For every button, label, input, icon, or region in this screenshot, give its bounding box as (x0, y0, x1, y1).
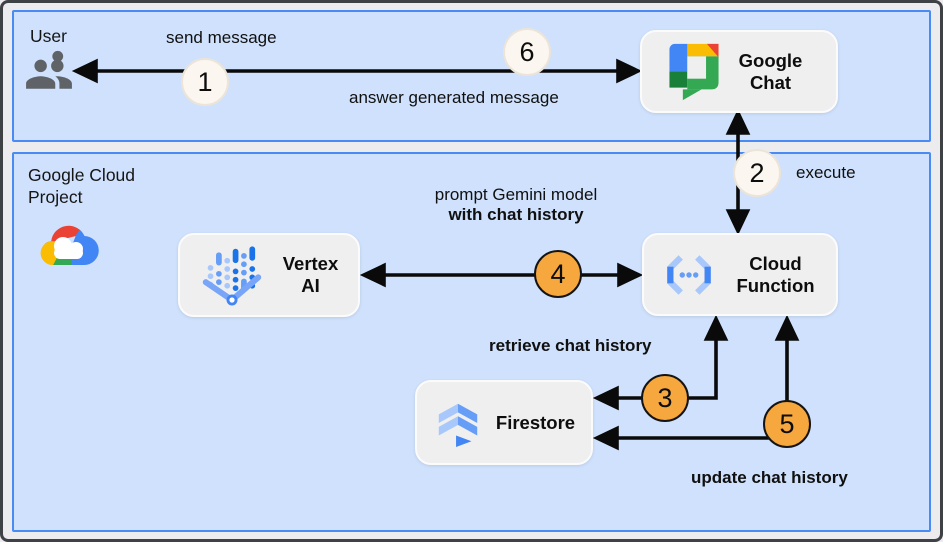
step-badge-4: 4 (534, 250, 582, 298)
node-cloud-function: Cloud Function (642, 233, 838, 316)
node-firestore: Firestore (415, 380, 593, 465)
step-badge-2: 2 (733, 149, 781, 197)
step-badge-3-number: 3 (657, 382, 673, 413)
label-prompt-gemini-line2: with chat history (448, 205, 584, 224)
node-google-chat: Google Chat (640, 30, 838, 113)
step-badge-5: 5 (763, 400, 811, 448)
cloud-function-icon (666, 254, 711, 295)
user-group-icon (26, 50, 72, 89)
node-cloud-function-label: Cloud Function (736, 252, 815, 296)
step-badge-6-number: 6 (519, 36, 535, 67)
node-firestore-label: Firestore (495, 411, 576, 433)
vertex-ai-icon (202, 246, 261, 306)
zone-user-label: User (30, 26, 67, 46)
step-badge-5-number: 5 (779, 408, 795, 439)
firestore-icon (438, 403, 478, 447)
label-prompt-gemini: prompt Gemini model with chat history (405, 185, 627, 225)
step-badge-4-number: 4 (550, 258, 566, 289)
node-vertex-ai-label: Vertex AI (282, 253, 339, 296)
label-answer-generated-message: answer generated message (349, 88, 559, 107)
step-badge-1: 1 (181, 58, 229, 106)
google-cloud-logo (40, 225, 99, 266)
label-execute: execute (796, 163, 856, 182)
node-vertex-ai: Vertex AI (178, 233, 360, 317)
step-badge-6: 6 (503, 28, 551, 76)
step-badge-2-number: 2 (749, 157, 765, 188)
step-badge-3: 3 (641, 374, 689, 422)
google-chat-icon (668, 43, 719, 100)
label-retrieve-chat-history: retrieve chat history (489, 336, 652, 355)
label-send-message: send message (166, 28, 277, 47)
label-prompt-gemini-line1: prompt Gemini model (434, 185, 598, 204)
node-google-chat-label: Google Chat (738, 49, 803, 93)
label-update-chat-history: update chat history (691, 468, 848, 487)
zone-gcp-label: Google Cloud Project (28, 165, 136, 208)
step-badge-1-number: 1 (197, 66, 213, 97)
